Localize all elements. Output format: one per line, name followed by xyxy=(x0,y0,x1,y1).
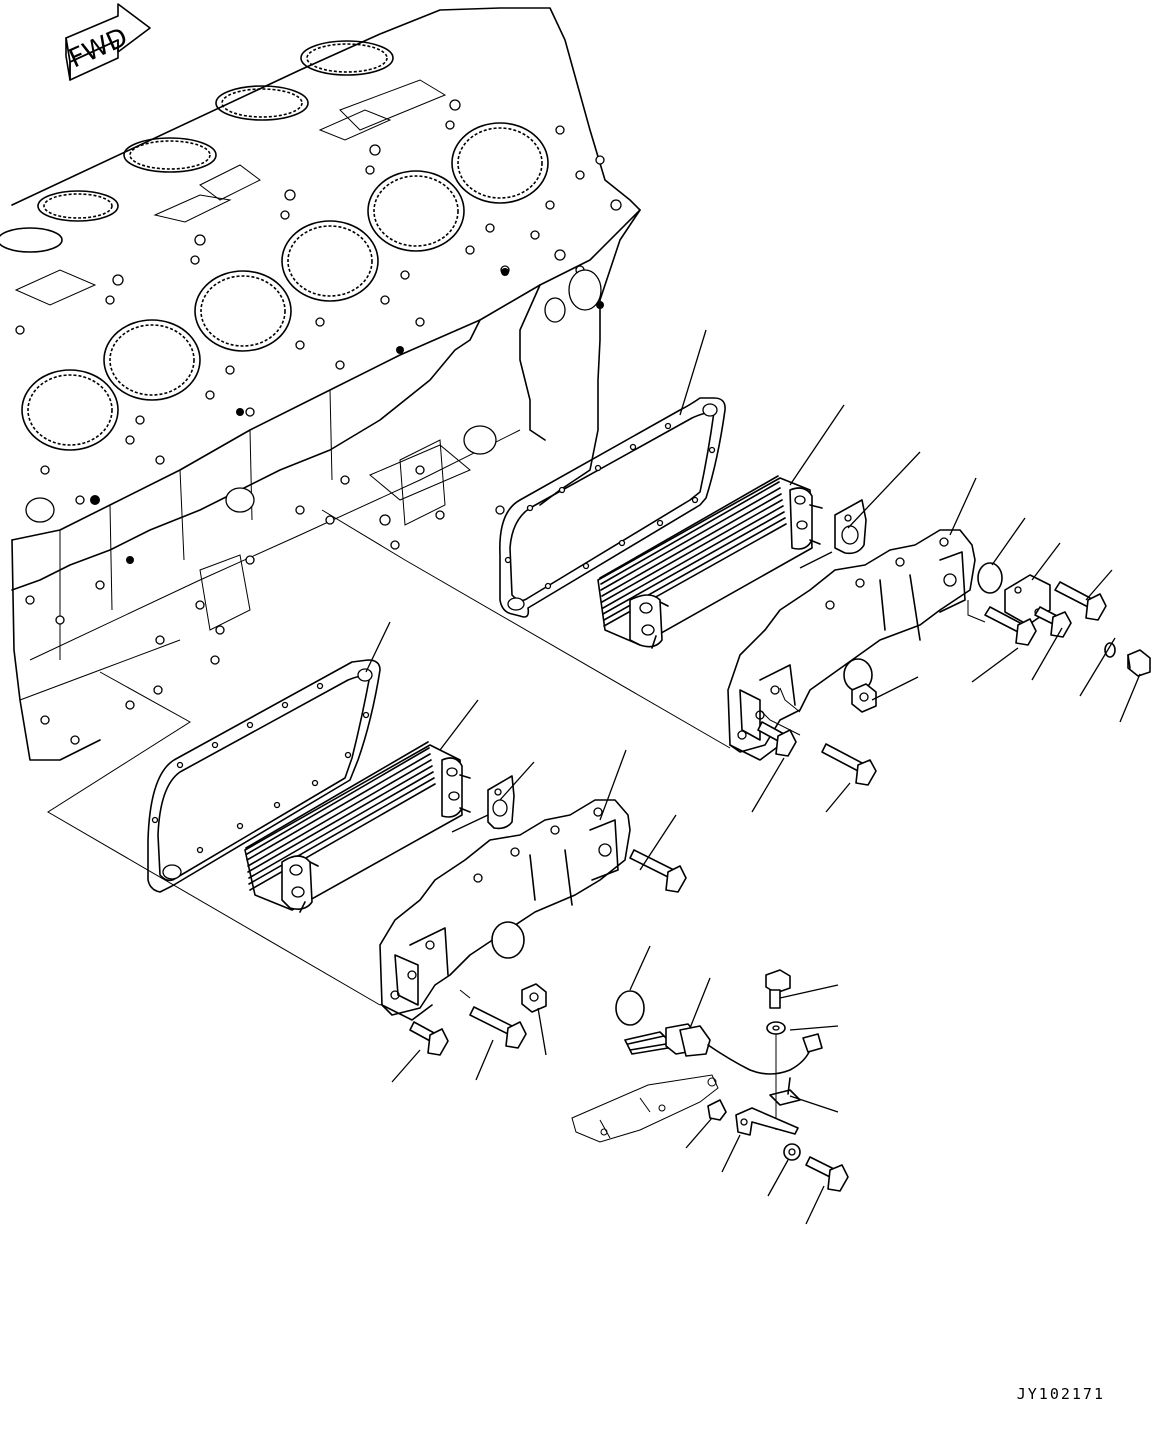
o-ring xyxy=(615,990,645,1026)
nut-icon xyxy=(851,683,877,713)
mount-bracket xyxy=(571,1074,719,1143)
gasket-icon xyxy=(499,397,726,618)
bolt-icon xyxy=(409,1021,449,1056)
gasket-icon xyxy=(147,659,381,893)
oil-cooler-icon xyxy=(597,475,823,649)
bracket xyxy=(735,1107,799,1136)
bolt-icon xyxy=(757,721,797,757)
gasket-icon xyxy=(487,775,515,830)
oil-cooler-icon xyxy=(244,741,471,913)
drawing-code: JY102171 xyxy=(1016,1385,1105,1403)
o-ring xyxy=(1104,642,1116,658)
oil-cooler-housing xyxy=(379,799,631,1021)
sensor-icon xyxy=(624,1023,823,1106)
bolt-icon xyxy=(629,849,687,893)
bolt-icon xyxy=(1054,581,1107,621)
engine-block-icon xyxy=(0,7,641,761)
leader-lines xyxy=(365,329,1141,1225)
bolt-icon xyxy=(1034,606,1072,638)
bolt-icon xyxy=(765,969,791,1009)
spacer xyxy=(707,1099,727,1121)
bolt-icon xyxy=(984,606,1037,646)
oil-cooler-housing xyxy=(727,529,976,761)
bolt-icon xyxy=(805,1156,849,1192)
bolt-icon xyxy=(469,1006,527,1049)
gasket-icon xyxy=(834,499,867,555)
fwd-arrow-icon: FWD xyxy=(65,3,151,81)
bolt-icon xyxy=(821,743,877,786)
nut-icon xyxy=(521,983,547,1013)
o-ring xyxy=(977,562,1003,594)
bolt-icon xyxy=(1127,649,1151,677)
